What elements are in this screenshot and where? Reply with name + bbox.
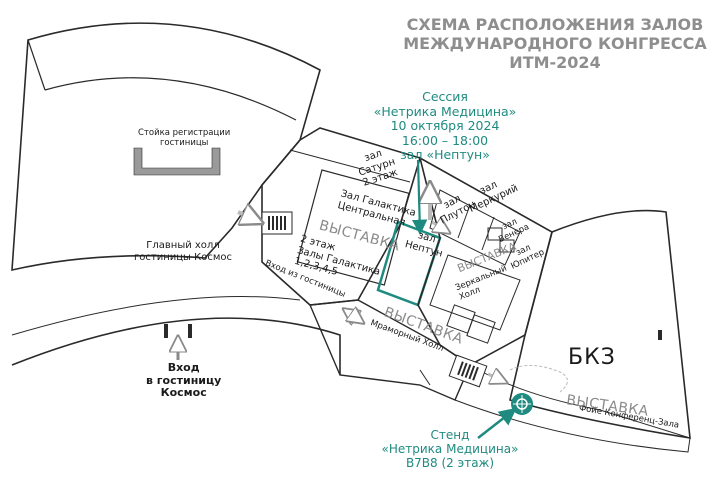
registration-label: Стойка регистрации гостиницы — [138, 128, 231, 148]
lower-arc-inner — [11, 296, 301, 336]
stand-line-2: «Нетрика Медицина» — [381, 442, 519, 456]
session-line-4: 16:00 – 18:00 — [401, 132, 489, 148]
mirror-hall — [429, 254, 521, 331]
map-title: СХЕМА РАСПОЛОЖЕНИЯ ЗАЛОВ МЕЖДУНАРОДНОГО … — [390, 15, 714, 72]
bkz-label: БКЗ — [568, 345, 616, 370]
entrance-door-left — [164, 324, 168, 338]
bkz-building — [509, 209, 691, 439]
stand-callout-arrow — [477, 407, 517, 439]
session-callout: Сессия «Нетрика Медицина» 10 октября 202… — [360, 89, 530, 163]
session-line-2: «Нетрика Медицина» — [373, 103, 517, 119]
arrow-icon-foyer — [487, 374, 505, 382]
escalator-icon-left — [261, 211, 293, 235]
session-callout-arrow — [411, 159, 428, 236]
escalator-icon-right — [448, 354, 488, 388]
entrance-door-right — [188, 324, 192, 338]
arrow-icon-neptun-turn — [432, 222, 448, 232]
session-line-1: Сессия — [422, 89, 468, 104]
stand-callout: Стенд «Нетрика Медицина» B7B8 (2 этаж) — [370, 428, 530, 470]
stand-line-3: B7B8 (2 этаж) — [405, 456, 495, 470]
registration-desk — [133, 147, 221, 176]
session-line-3: 10 октября 2024 — [390, 118, 500, 133]
title-line-3: ИТМ-2024 — [509, 53, 601, 72]
session-line-5: зал «Нептун» — [400, 147, 490, 162]
arrow-icon-left-entry — [237, 212, 260, 222]
title-line-2: МЕЖДУНАРОДНОГО КОНГРЕССА — [403, 34, 707, 53]
galaktika-central-hall — [296, 169, 410, 286]
hotel-inner-arc — [44, 77, 297, 121]
entrance-label: Вход в гостиницу Космос — [146, 361, 222, 400]
stand-line-1: Стенд — [430, 428, 470, 442]
main-hall-label: Главный холл гостиницы Космос — [134, 240, 232, 263]
hotel-building-outline — [11, 22, 321, 272]
arrow-icon-marble — [345, 310, 362, 322]
lower-arc-outer — [11, 317, 341, 375]
location-pin-icon — [511, 393, 533, 415]
title-line-1: СХЕМА РАСПОЛОЖЕНИЯ ЗАЛОВ — [406, 15, 704, 34]
